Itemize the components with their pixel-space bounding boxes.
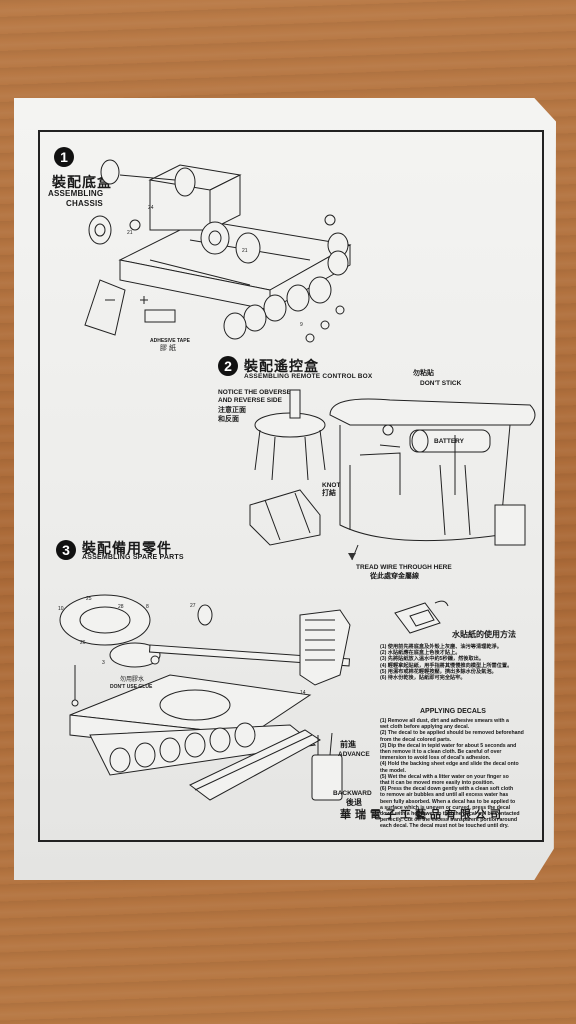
tread-wire-label-en: TREAD WIRE THROUGH HERE xyxy=(356,564,452,571)
decal-en-line: down with a hot towel so that the decal … xyxy=(380,811,520,818)
decal-zh-line: (1) 使用前先將底盒及外殼上灰塵、油污等清理乾淨。 xyxy=(380,644,502,650)
decal-zh-line: (5) 用濕布或棉花輕輕按壓，擠出多餘水份及氣泡。 xyxy=(380,668,497,675)
decals-instructions-zh: (1) 使用前先將底盒及外殼上灰塵、油污等清理乾淨。 (2) 水貼紙應在底盒上色… xyxy=(380,644,530,681)
part-number: 24 xyxy=(148,205,154,211)
part-number: 8 xyxy=(146,604,149,610)
notice-label-zh-2: 和反面 xyxy=(218,416,239,423)
part-number: 21 xyxy=(242,248,248,254)
backward-label-en: BACKWARD xyxy=(333,790,372,797)
part-number: 14 xyxy=(300,690,306,696)
decal-zh-line: (6) 待水份乾後，貼紙即可完全貼牢。 xyxy=(380,675,466,682)
decal-zh-line: (4) 輕輕拿起貼紙，用手指將其慢慢推向模型上所需位置。 xyxy=(380,662,513,669)
decal-en-line: that it can be moved more easily into po… xyxy=(380,780,495,787)
adhesive-tape-label-zh: 膠 紙 xyxy=(160,345,176,352)
part-number: 25 xyxy=(86,596,92,602)
part-number: 26 xyxy=(80,640,86,646)
decals-title-en: APPLYING DECALS xyxy=(420,708,486,715)
decal-en-line: from the decal colored parts. xyxy=(380,736,452,743)
notice-label-zh-1: 注意正面 xyxy=(218,407,246,414)
tread-wire-label-zh: 從此處穿金屬線 xyxy=(370,573,419,580)
decal-en-line: (1) Remove all dust, dirt and adhesive s… xyxy=(380,718,509,724)
step-1-title-en-2: CHASSIS xyxy=(66,199,103,208)
backward-label-zh: 後退 xyxy=(346,798,362,807)
decal-en-line: immersion to avoid loss of decal's adhes… xyxy=(380,755,491,762)
step-2-badge: 2 xyxy=(218,356,238,376)
decal-en-line: been fully absorbed. When a decal has to… xyxy=(380,798,516,805)
decal-en-line: (2) The decal to be applied should be re… xyxy=(380,730,524,737)
decal-zh-line: (3) 先將貼紙放入溫水中約5秒鐘，然後取出。 xyxy=(380,656,485,663)
part-number: 10 xyxy=(58,606,64,612)
adhesive-tape-label-en: ADHESIVE TAPE xyxy=(150,338,190,344)
notice-label-en-1: NOTICE THE OBVERSE xyxy=(218,389,291,396)
decal-en-line: the model. xyxy=(380,767,406,774)
sheet-border xyxy=(38,130,544,842)
step-2-title-en: ASSEMBLING REMOTE CONTROL BOX xyxy=(244,373,373,380)
decal-en-line: perfectly. Cut off the excess transparen… xyxy=(380,817,518,824)
part-number: 21 xyxy=(127,230,133,236)
chassis-diagram xyxy=(84,159,352,343)
knot-label-zh: 打結 xyxy=(322,490,336,497)
dont-use-glue-en: DON'T USE GLUE xyxy=(110,684,153,690)
company-name: 華瑞電子工藝品有限公司 xyxy=(340,808,505,821)
knot-label-en: KNOT xyxy=(322,482,341,489)
decal-en-line: to remove air bubbles and until all exce… xyxy=(380,792,509,799)
decal-en-line: then remove it to a clean cloth. Be care… xyxy=(380,749,502,756)
step-1-badge: 1 xyxy=(54,147,74,167)
battery-label: BATTERY xyxy=(434,438,464,445)
decal-en-line: (4) Hold the backing sheet edge and slid… xyxy=(380,761,519,768)
dont-stick-label-zh: 勿粘貼 xyxy=(413,370,434,377)
decal-en-line: each decal. The decal must not be touche… xyxy=(380,823,509,830)
part-number: 3 xyxy=(102,660,105,666)
decals-title-zh: 水貼紙的使用方法 xyxy=(452,630,516,639)
spare-parts-diagram xyxy=(59,594,351,801)
decal-en-line: (3) Dip the decal in tepid water for abo… xyxy=(380,742,517,749)
part-number: 9 xyxy=(300,322,303,328)
advance-label-en: ADVANCE xyxy=(338,751,370,758)
dont-stick-label-en: DON'T STICK xyxy=(420,380,462,387)
step-1-title-zh: 裝配底盒 xyxy=(52,175,112,191)
advance-label-zh: 前進 xyxy=(340,740,356,749)
decal-en-line: (6) Press the decal down gently with a c… xyxy=(380,786,514,793)
step-2-title-zh: 裝配遙控盒 xyxy=(244,359,319,375)
part-number: 28 xyxy=(118,604,124,610)
remote-box-diagram xyxy=(249,389,536,561)
step-1-title-en-1: ASSEMBLING xyxy=(48,189,104,198)
step-3-title-en: ASSEMBLING SPARE PARTS xyxy=(82,554,184,561)
decal-zh-line: (2) 水貼紙應在底盒上色後才貼上。 xyxy=(380,650,461,657)
decal-en-line: (5) Wet the decal with a litter water on… xyxy=(380,773,509,780)
decal-en-line: a surface which is uneven or curved, pre… xyxy=(380,804,511,811)
dont-use-glue-zh: 勿用膠水 xyxy=(120,677,145,683)
decal-sheet-icon xyxy=(394,600,449,634)
notice-label-en-2: AND REVERSE SIDE xyxy=(218,397,282,404)
part-number: 27 xyxy=(190,603,196,609)
decal-en-line: wet cloth before applying any decal. xyxy=(380,724,470,731)
step-3-badge: 3 xyxy=(56,540,76,560)
decals-instructions-en: (1) Remove all dust, dirt and adhesive s… xyxy=(380,718,530,830)
step-3-title-zh: 裝配備用零件 xyxy=(82,541,172,557)
